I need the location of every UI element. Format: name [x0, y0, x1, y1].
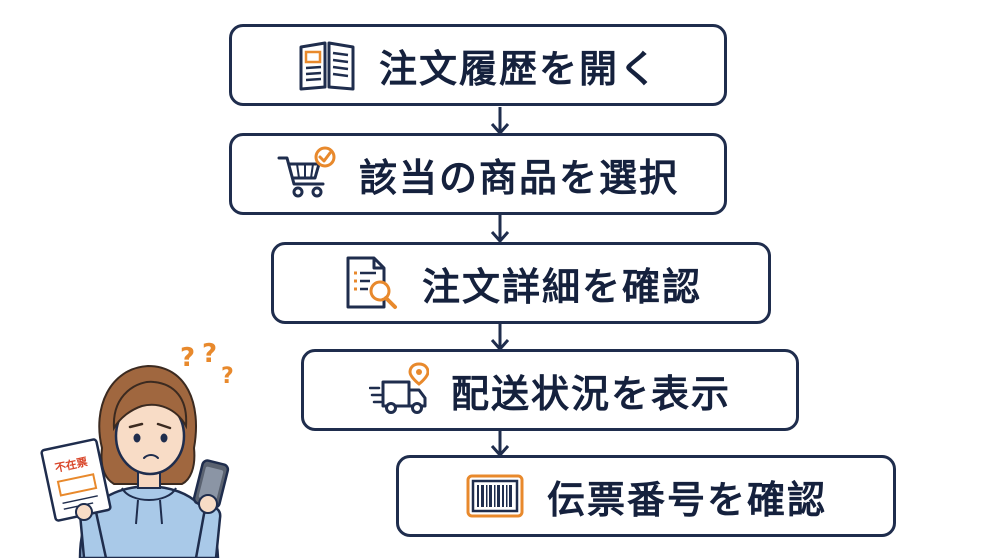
step-4-box: 配送状況を表示 [301, 349, 799, 431]
question-mark-1: ? [180, 343, 195, 373]
step-2-label: 該当の商品を選択 [358, 155, 679, 200]
arrow-down-3 [490, 323, 510, 351]
barcode-icon [466, 474, 524, 518]
question-mark-3: ? [221, 364, 234, 389]
question-mark-2: ? [202, 339, 217, 369]
step-1-box: 注文履歴を開く [229, 24, 727, 106]
step-3-box: 注文詳細を確認 [271, 242, 771, 324]
step-3-label: 注文詳細を確認 [421, 264, 702, 309]
step-4-label: 配送状況を表示 [450, 371, 731, 416]
absence-notice-paper: 不在票 [40, 438, 112, 522]
cart-check-icon [277, 146, 336, 198]
step-2-box: 該当の商品を選択 [229, 133, 727, 215]
arrow-down-1 [490, 107, 510, 135]
step-5-box: 伝票番号を確認 [396, 455, 896, 537]
delivery-truck-location-icon [368, 362, 429, 414]
step-5-label: 伝票番号を確認 [546, 477, 827, 522]
open-book-icon [299, 41, 355, 91]
confused-person-illustration: ? ? ? 不在票 [40, 339, 234, 558]
arrow-down-4 [490, 429, 510, 457]
step-1-label: 注文履歴を開く [378, 46, 659, 91]
document-search-icon [346, 256, 397, 309]
absence-notice-label: 不在票 [54, 454, 89, 475]
arrow-down-2 [490, 215, 510, 243]
